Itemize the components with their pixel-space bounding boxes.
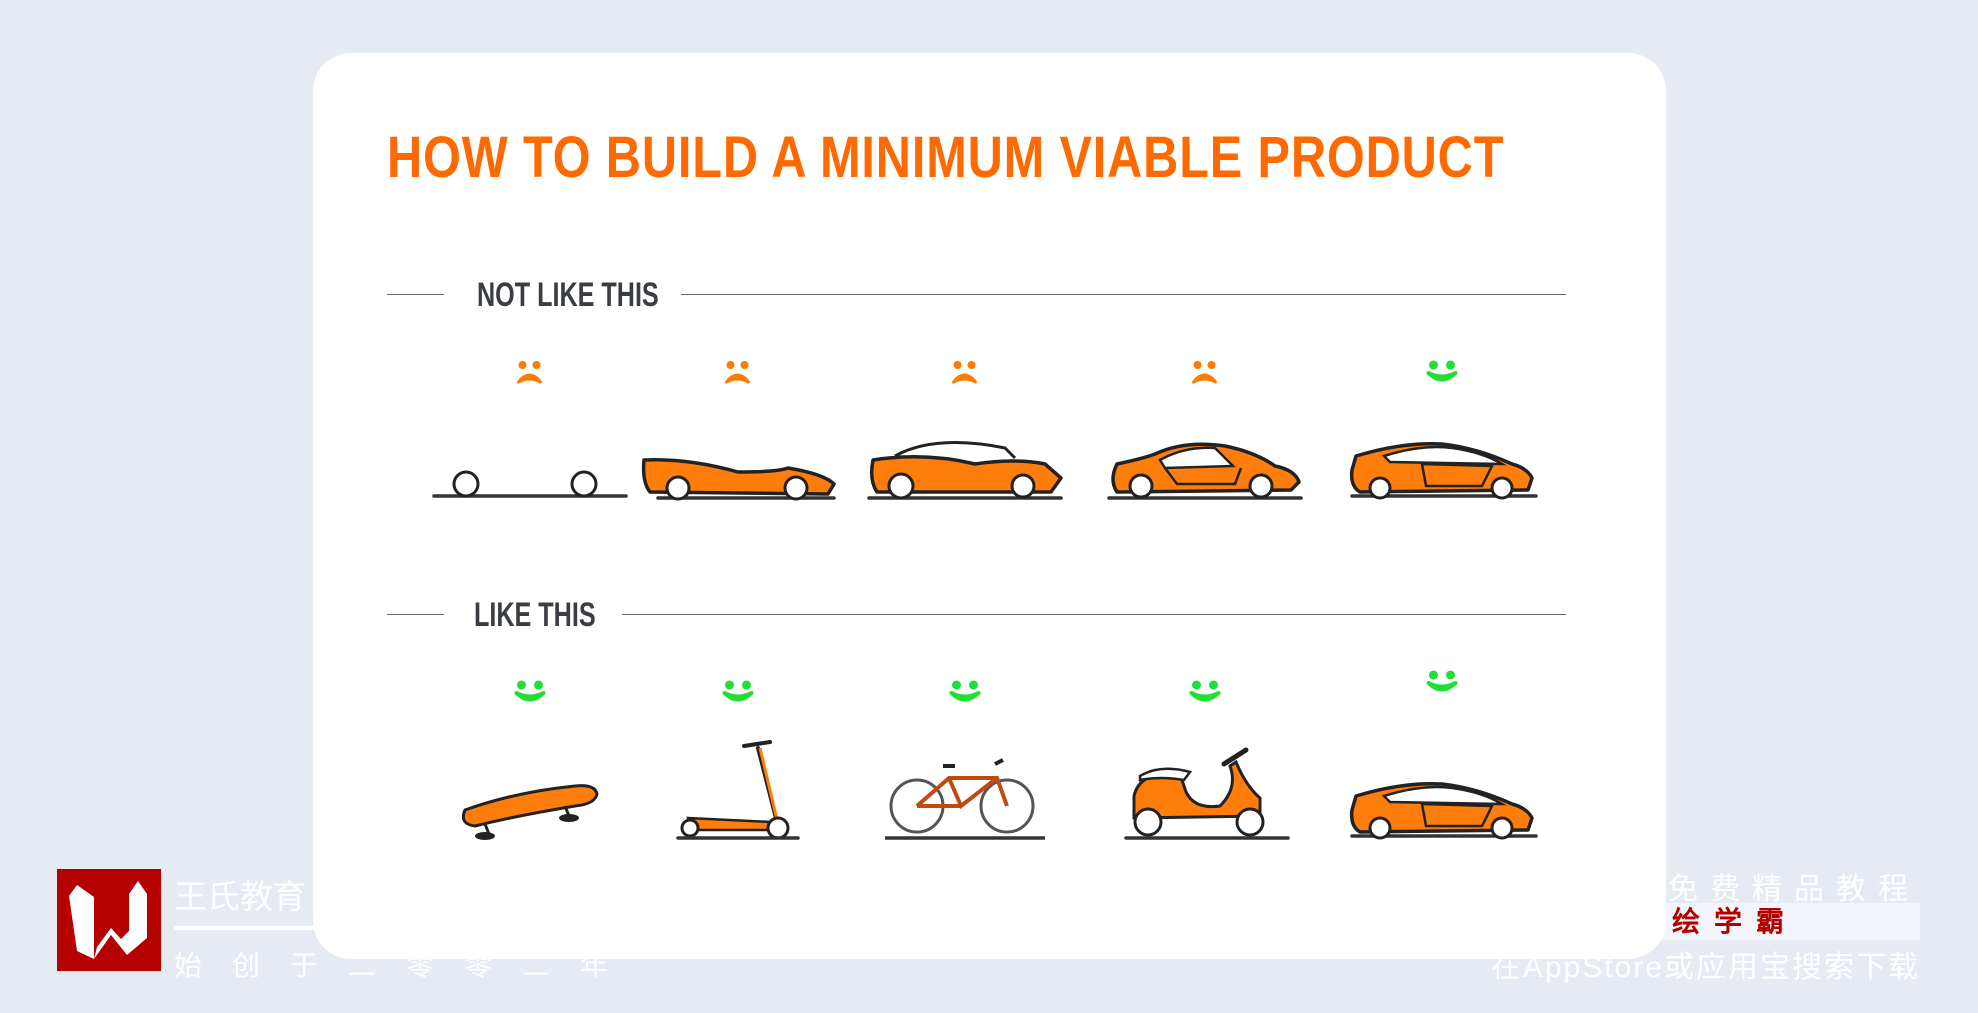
sad-face-icon	[1192, 361, 1217, 384]
watermark-logo	[57, 869, 161, 971]
section-like-this: LIKE THIS	[474, 596, 596, 634]
section-rule-right	[681, 294, 1566, 295]
car-chassis-icon	[641, 458, 836, 501]
section-rule-right	[622, 614, 1566, 615]
happy-face-icon	[949, 680, 981, 702]
watermark-left-title: 王氏教育	[174, 878, 306, 915]
motor-scooter-icon	[1124, 747, 1290, 840]
section-rule-left	[387, 614, 444, 615]
happy-face-icon	[1426, 670, 1458, 692]
w-logo-icon	[69, 881, 147, 959]
happy-face-icon	[722, 680, 754, 702]
watermark-right-line1: 免费精品教程	[1668, 873, 1920, 906]
car-body-icon	[867, 441, 1063, 500]
car-unpainted-frame-icon	[1107, 442, 1303, 500]
happy-face-icon	[514, 680, 546, 702]
watermark-brand: 绘学霸	[1627, 903, 1920, 940]
car-icon	[1349, 442, 1538, 500]
section-rule-left	[387, 294, 444, 295]
happy-face-icon	[1189, 680, 1221, 702]
bicycle-icon	[885, 758, 1045, 840]
kick-scooter-icon	[676, 740, 800, 840]
section-not-like-this: NOT LIKE THIS	[477, 276, 659, 314]
brand-name: 绘学霸	[1672, 906, 1799, 937]
happy-face-icon	[1426, 360, 1458, 382]
wheels-icon	[432, 470, 628, 498]
skateboard-icon	[461, 784, 599, 840]
page-title: HOW TO BUILD A MINIMUM VIABLE PRODUCT	[387, 125, 1505, 190]
car-icon	[1349, 782, 1538, 840]
sad-face-icon	[725, 361, 750, 384]
sad-face-icon	[952, 361, 977, 384]
sad-face-icon	[517, 361, 542, 384]
